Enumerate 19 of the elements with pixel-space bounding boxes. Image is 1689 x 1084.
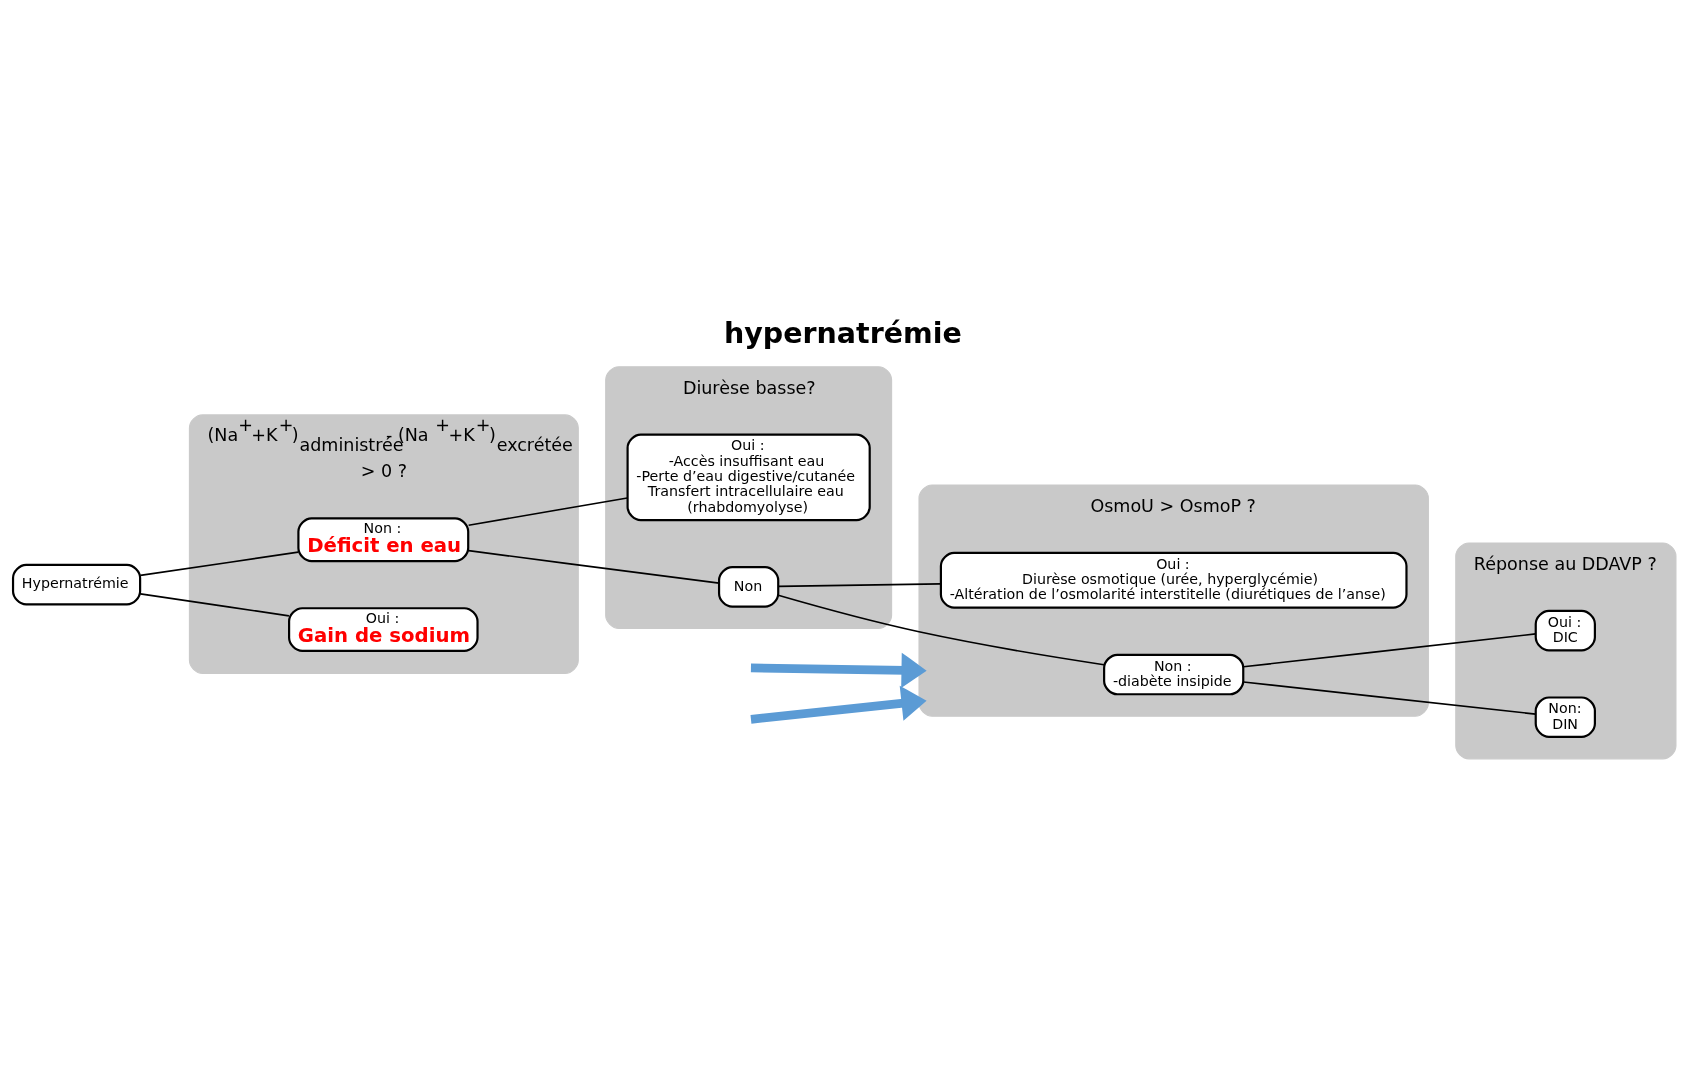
connector: [139, 592, 290, 617]
arrow: [750, 652, 927, 688]
connector: [1242, 680, 1537, 715]
node-box: Oui : DIC: [1534, 609, 1596, 651]
arrow: [750, 685, 927, 724]
node-box: Non : -diabète insipide: [1103, 653, 1245, 695]
connector: [1242, 632, 1537, 668]
node-box: Oui : Gain de sodium: [288, 606, 479, 652]
connector: [467, 549, 720, 584]
diagram-title: hypernatrémie: [724, 316, 962, 350]
node-box: Non: DIN: [1534, 695, 1596, 738]
node-box: Oui : Diurèse osmotique (urée, hyperglycémie) -Altération de l’osmolarité interstitelle (diurétiques de l’anse): [939, 551, 1408, 609]
node-box: Oui : -Accès insuffisant eau -Perte d’eau digestive/cutanée Transfert intracellulaire eau (rhabdomyolyse): [626, 433, 871, 521]
node-box: Non: [717, 565, 780, 608]
node-box: Non : Déficit en eau: [297, 516, 470, 562]
connector: [139, 550, 299, 576]
connector: [777, 594, 1105, 665]
node-box: Hypernatrémie: [11, 563, 142, 605]
connector: [777, 582, 942, 587]
